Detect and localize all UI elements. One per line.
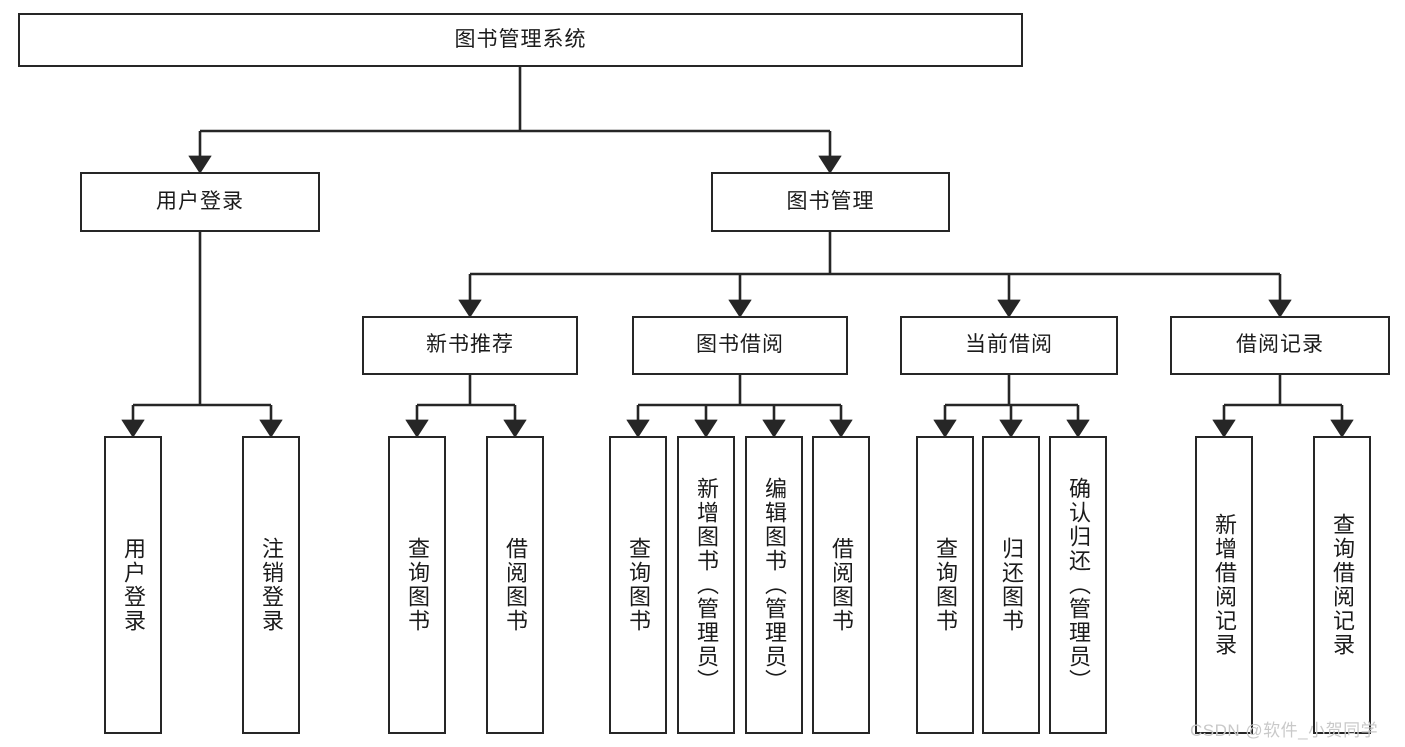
- leaf-book-borrow-edit[interactable]: 编辑图书（管理员）: [745, 436, 803, 734]
- node-book-management[interactable]: 图书管理: [711, 172, 950, 232]
- leaf-current-borrow-return[interactable]: 归还图书: [982, 436, 1040, 734]
- leaf-user-login-signout[interactable]: 注销登录: [242, 436, 300, 734]
- node-borrow-record[interactable]: 借阅记录: [1170, 316, 1390, 375]
- node-book-borrow-label: 图书借阅: [696, 333, 784, 357]
- leaf-borrow-record-query-label: 查询借阅记录: [1329, 513, 1355, 657]
- csdn-watermark: CSDN @软件_小贺同学: [1190, 721, 1379, 740]
- leaf-new-book-query-label: 查询图书: [404, 537, 430, 633]
- node-book-borrow[interactable]: 图书借阅: [632, 316, 848, 375]
- node-borrow-record-label: 借阅记录: [1236, 333, 1324, 357]
- leaf-user-login-signin-label: 用户登录: [120, 537, 146, 633]
- leaf-new-book-borrow[interactable]: 借阅图书: [486, 436, 544, 734]
- leaf-book-borrow-query-label: 查询图书: [625, 537, 651, 633]
- leaf-user-login-signout-label: 注销登录: [258, 537, 284, 633]
- leaf-borrow-record-add-label: 新增借阅记录: [1211, 513, 1237, 657]
- node-new-book-recommend-label: 新书推荐: [426, 333, 514, 357]
- leaf-book-borrow-lend-label: 借阅图书: [828, 537, 854, 633]
- leaf-borrow-record-add[interactable]: 新增借阅记录: [1195, 436, 1253, 734]
- node-new-book-recommend[interactable]: 新书推荐: [362, 316, 578, 375]
- node-current-borrow[interactable]: 当前借阅: [900, 316, 1118, 375]
- node-root-label: 图书管理系统: [454, 27, 587, 51]
- leaf-borrow-record-query[interactable]: 查询借阅记录: [1313, 436, 1371, 734]
- leaf-current-borrow-confirm-return[interactable]: 确认归还（管理员）: [1049, 436, 1107, 734]
- leaf-new-book-query[interactable]: 查询图书: [388, 436, 446, 734]
- leaf-book-borrow-lend[interactable]: 借阅图书: [812, 436, 870, 734]
- leaf-book-borrow-add-label: 新增图书（管理员）: [693, 477, 719, 693]
- leaf-current-borrow-query[interactable]: 查询图书: [916, 436, 974, 734]
- node-book-management-label: 图书管理: [786, 189, 875, 213]
- leaf-book-borrow-add[interactable]: 新增图书（管理员）: [677, 436, 735, 734]
- node-root[interactable]: 图书管理系统: [18, 13, 1023, 67]
- node-user-login[interactable]: 用户登录: [80, 172, 320, 232]
- leaf-book-borrow-query[interactable]: 查询图书: [609, 436, 667, 734]
- leaf-current-borrow-query-label: 查询图书: [932, 537, 958, 633]
- node-current-borrow-label: 当前借阅: [965, 333, 1053, 357]
- node-user-login-label: 用户登录: [156, 189, 244, 213]
- leaf-new-book-borrow-label: 借阅图书: [502, 537, 528, 633]
- leaf-user-login-signin[interactable]: 用户登录: [104, 436, 162, 734]
- leaf-current-borrow-confirm-return-label: 确认归还（管理员）: [1065, 477, 1091, 693]
- leaf-current-borrow-return-label: 归还图书: [998, 537, 1024, 633]
- leaf-book-borrow-edit-label: 编辑图书（管理员）: [761, 477, 787, 693]
